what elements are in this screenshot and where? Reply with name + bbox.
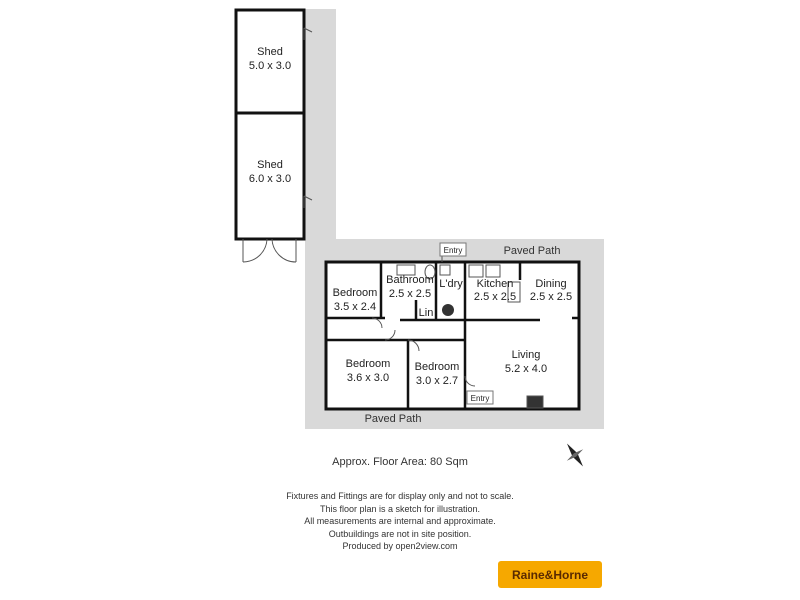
entry-top-label: Entry	[444, 246, 463, 255]
linen-name: Lin	[419, 307, 434, 319]
bedroom-2-name: Bedroom	[346, 358, 391, 370]
bathroom-dims: 2.5 x 2.5	[389, 288, 431, 300]
disclaimer-notes: Fixtures and Fittings are for display on…	[0, 490, 800, 553]
laundry-name: L'dry	[439, 278, 463, 290]
entry-bottom-box	[466, 390, 494, 405]
shed-2-outline	[234, 111, 306, 241]
bedroom-2-dims: 3.6 x 3.0	[347, 372, 389, 384]
bedroom-1-name: Bedroom	[333, 287, 378, 299]
kitchen-name: Kitchen	[477, 278, 514, 290]
entry-top-box	[439, 242, 467, 257]
paved-path-top-label: Paved Path	[504, 245, 561, 257]
bedroom-3-name: Bedroom	[415, 361, 460, 373]
shed-double-door-icon	[242, 238, 297, 263]
hot-water-icon	[442, 304, 454, 316]
note-line: This floor plan is a sketch for illustra…	[319, 503, 481, 514]
fixtures	[396, 264, 544, 409]
shed-1-door-icon	[303, 27, 313, 40]
shed-1-dims: 5.0 x 3.0	[249, 60, 291, 72]
note-line: Produced by open2view.com	[342, 541, 458, 551]
house-outline	[324, 260, 581, 411]
shed-2-name: Shed	[257, 159, 283, 171]
compass-icon	[566, 443, 584, 467]
shed-1-name: Shed	[257, 46, 283, 58]
paved-path-bottom-label: Paved Path	[365, 413, 422, 425]
note-line: Outbuildings are not in site position.	[328, 528, 472, 539]
entry-bottom-label: Entry	[471, 394, 490, 403]
bedroom-3-dims: 3.0 x 2.7	[416, 375, 458, 387]
living-dims: 5.2 x 4.0	[505, 363, 547, 375]
interior-walls	[326, 262, 579, 409]
kitchen-dims: 2.5 x 2.5	[474, 291, 516, 303]
living-name: Living	[512, 349, 541, 361]
shed-2-door-icon	[303, 195, 313, 208]
brand-logo: Raine&Horne	[498, 561, 602, 588]
floor-area-text: Approx. Floor Area: 80 Sqm	[332, 456, 468, 468]
shed-side-path	[305, 9, 336, 239]
dining-dims: 2.5 x 2.5	[530, 291, 572, 303]
note-line: Fixtures and Fittings are for display on…	[286, 491, 514, 501]
shed-2-dims: 6.0 x 3.0	[249, 173, 291, 185]
note-line: All measurements are internal and approx…	[304, 516, 496, 526]
house-footprint	[326, 262, 579, 409]
bathroom-name: Bathroom	[386, 274, 434, 286]
dining-name: Dining	[535, 278, 566, 290]
bedroom-1-dims: 3.5 x 2.4	[334, 301, 376, 313]
